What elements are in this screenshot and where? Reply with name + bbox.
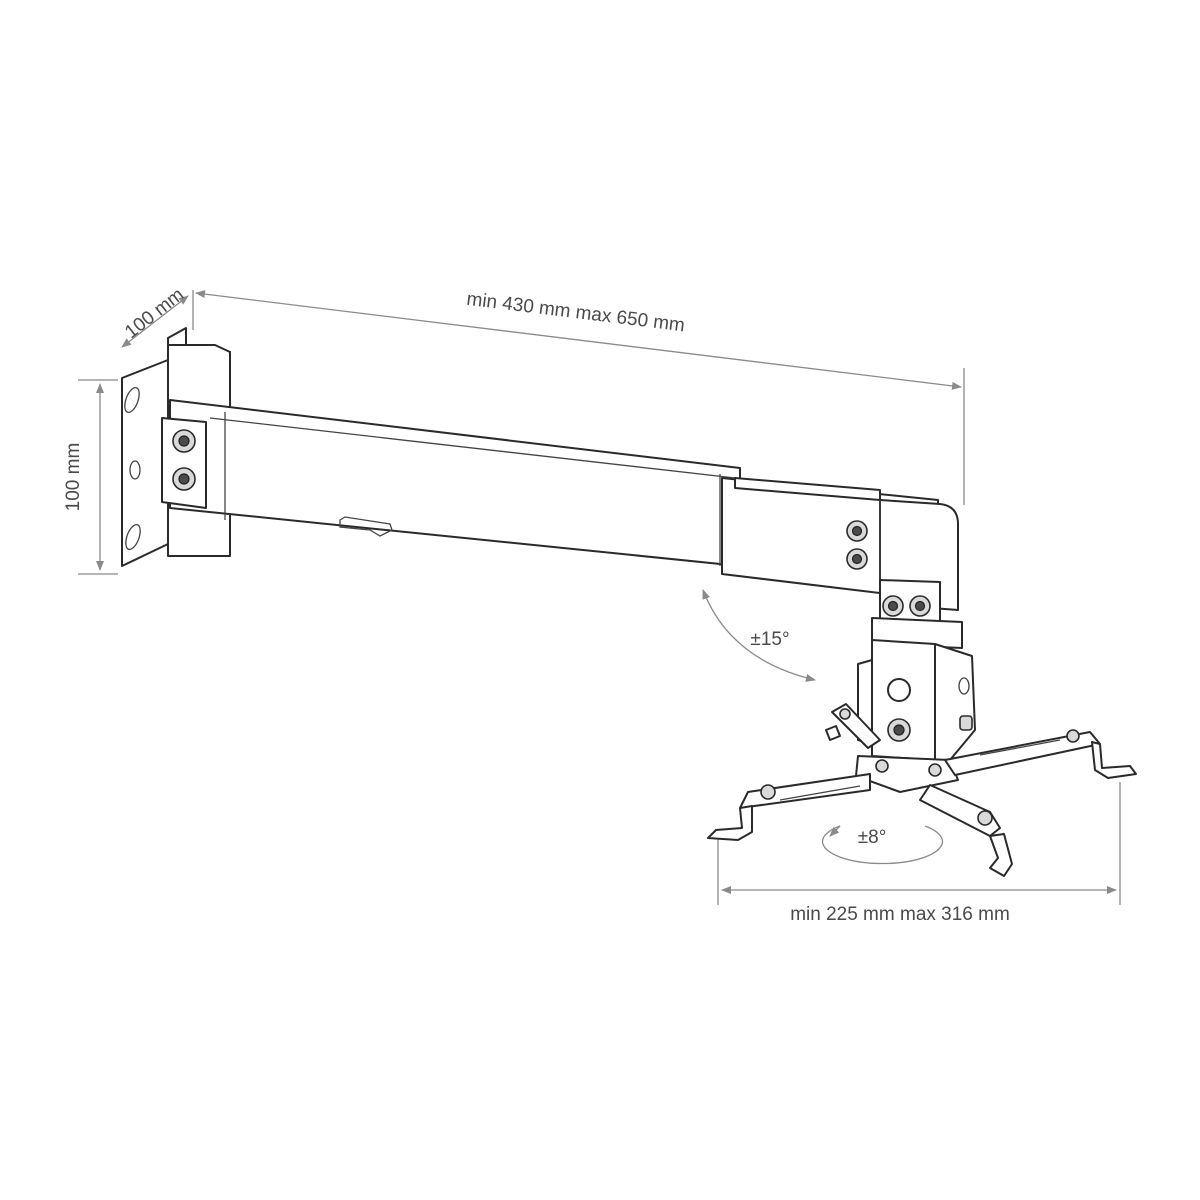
arm-front-right-foot bbox=[989, 833, 1013, 877]
arm-front-left-bolt bbox=[760, 784, 776, 800]
arm-back-right-foot bbox=[1091, 741, 1137, 779]
clamp-bolt-bottom-center bbox=[178, 473, 190, 485]
outer-tube-edge bbox=[209, 417, 736, 479]
drop-bolt-left-center bbox=[887, 600, 899, 612]
elbow-bolt-bottom-center bbox=[851, 553, 863, 565]
outer-tube bbox=[169, 399, 741, 567]
tilt-arc bbox=[702, 589, 816, 682]
wall-plate-hole-mid bbox=[129, 460, 141, 480]
wall-plate-slot-bottom bbox=[125, 523, 141, 551]
clamp-bolt-top-center bbox=[178, 435, 190, 447]
arm-back-right-slot bbox=[979, 739, 1061, 756]
span-label: min 225 mm max 316 mm bbox=[790, 904, 1010, 925]
arm-front-left-foot bbox=[707, 805, 753, 841]
drop-assembly bbox=[857, 579, 976, 761]
elbow-bolt-top-center bbox=[851, 525, 863, 537]
wall-plate-upper-block bbox=[167, 344, 231, 413]
drop-bolt-right-center bbox=[914, 600, 926, 612]
tilt-yoke-side bbox=[934, 643, 976, 761]
arm-length-dimension-line bbox=[195, 290, 962, 390]
arm-front-right-bolt bbox=[977, 810, 993, 826]
arm-back-right-bolt bbox=[1066, 729, 1080, 743]
plate-height-label: 100 mm bbox=[63, 443, 84, 512]
arm-front-left-slot bbox=[779, 785, 861, 801]
side-slot bbox=[958, 677, 970, 695]
swivel-label: ±8° bbox=[858, 827, 887, 848]
tilt-pivot-hole bbox=[887, 678, 911, 702]
main-arm bbox=[161, 399, 741, 567]
wall-plate-slot-top bbox=[124, 386, 140, 414]
cable-clip bbox=[339, 516, 393, 537]
swivel-ellipse bbox=[821, 825, 944, 865]
hub-bolt-right bbox=[928, 763, 942, 777]
side-knob bbox=[959, 715, 973, 731]
arm-front-left bbox=[739, 773, 871, 809]
bracket-hub bbox=[855, 755, 959, 793]
plate-depth-dimension-line bbox=[121, 295, 189, 348]
arm-back-left-foot bbox=[825, 725, 841, 741]
dimension-lines bbox=[78, 290, 1121, 905]
hub-bolt-left bbox=[875, 759, 889, 773]
arm-back-left-bolt bbox=[839, 708, 851, 720]
arm-length-label: min 430 mm max 650 mm bbox=[465, 289, 686, 337]
tilt-label: ±15° bbox=[750, 629, 789, 650]
swivel-arrow bbox=[829, 825, 841, 837]
tilt-lock-bolt-center bbox=[893, 724, 905, 736]
spider-bracket bbox=[707, 703, 1137, 877]
